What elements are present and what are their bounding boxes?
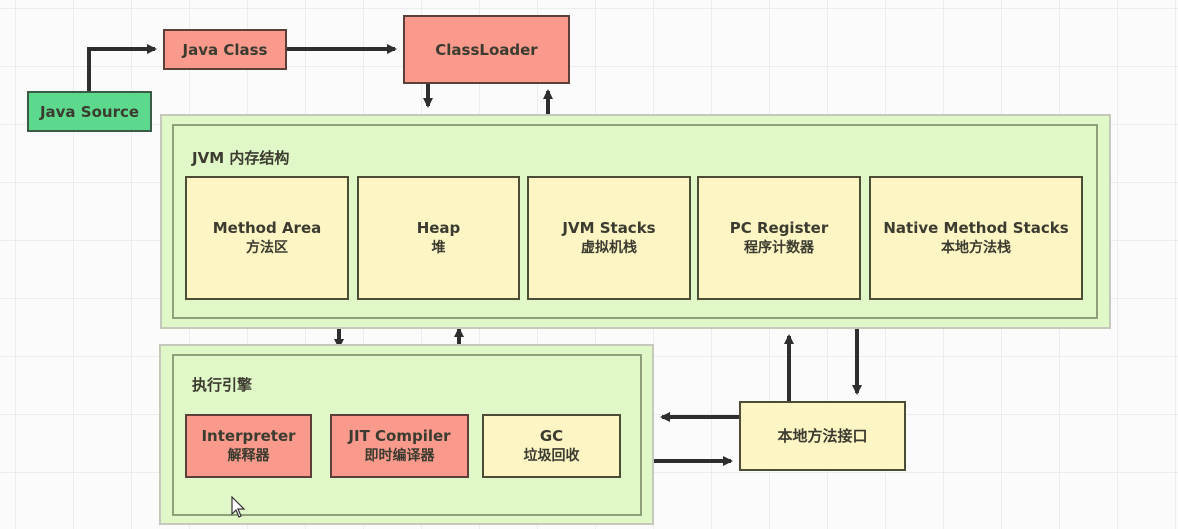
native-interface-label: 本地方法接口	[777, 427, 868, 445]
mouse-cursor-icon	[231, 496, 246, 518]
java-class-node[interactable]: Java Class	[163, 29, 287, 70]
pc-register-en: PC Register	[729, 219, 829, 237]
gc-node[interactable]: GC 垃圾回收	[482, 414, 621, 478]
jvm-stacks-en: JVM Stacks	[562, 219, 656, 237]
classloader-label: ClassLoader	[435, 40, 538, 59]
interpreter-node[interactable]: Interpreter 解释器	[185, 414, 312, 478]
gc-en: GC	[539, 427, 564, 445]
native-method-stacks-node[interactable]: Native Method Stacks 本地方法栈	[869, 176, 1083, 300]
method-area-en: Method Area	[212, 219, 322, 237]
heap-node[interactable]: Heap 堆	[357, 176, 520, 300]
jvm-stacks-node[interactable]: JVM Stacks 虚拟机栈	[527, 176, 691, 300]
java-class-label: Java Class	[182, 40, 268, 59]
gc-zh: 垃圾回收	[523, 448, 580, 464]
heap-zh: 堆	[431, 240, 446, 256]
method-area-node[interactable]: Method Area 方法区	[185, 176, 349, 300]
native-interface-node[interactable]: 本地方法接口	[739, 401, 906, 471]
jit-compiler-zh: 即时编译器	[364, 448, 435, 464]
classloader-node[interactable]: ClassLoader	[403, 15, 570, 84]
pc-register-zh: 程序计数器	[744, 240, 814, 256]
heap-en: Heap	[416, 219, 461, 237]
interpreter-zh: 解释器	[227, 448, 270, 464]
execution-engine-title: 执行引擎	[192, 376, 253, 394]
jit-compiler-en: JIT Compiler	[348, 427, 451, 445]
execution-engine-inner-frame	[172, 354, 642, 516]
jit-compiler-node[interactable]: JIT Compiler 即时编译器	[330, 414, 469, 478]
java-source-node[interactable]: Java Source	[27, 91, 152, 132]
arrow-source-to-class	[87, 44, 157, 91]
jvm-stacks-zh: 虚拟机栈	[581, 240, 637, 256]
java-source-label: Java Source	[39, 102, 140, 121]
native-method-stacks-en: Native Method Stacks	[883, 219, 1069, 237]
method-area-zh: 方法区	[246, 240, 288, 256]
interpreter-en: Interpreter	[201, 427, 296, 445]
jvm-memory-inner-frame	[172, 124, 1098, 319]
pc-register-node[interactable]: PC Register 程序计数器	[697, 176, 861, 300]
native-method-stacks-zh: 本地方法栈	[941, 240, 1011, 256]
jvm-memory-title: JVM 内存结构	[192, 149, 290, 167]
